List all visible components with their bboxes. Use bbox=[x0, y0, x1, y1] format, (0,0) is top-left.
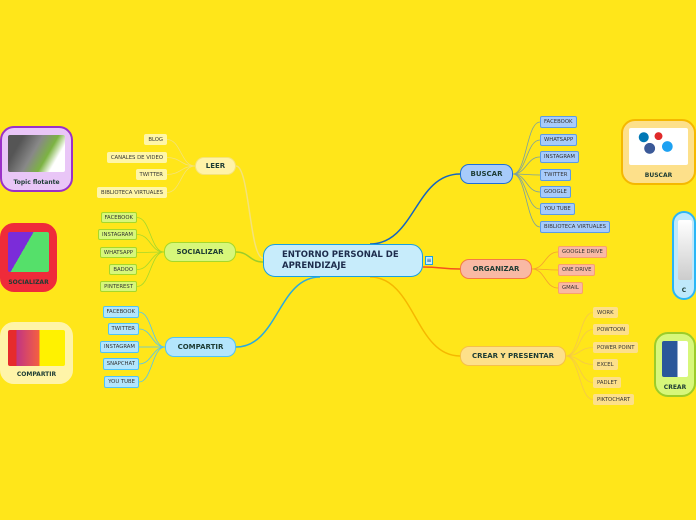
floating-topic-label: BUSCAR bbox=[644, 172, 673, 179]
subtopic-buscar-5[interactable]: YOU TUBE bbox=[540, 203, 575, 215]
subtopic-compartir-2[interactable]: INSTAGRAM bbox=[99, 341, 139, 353]
subtopic-leer-1[interactable]: CANALES DE VIDEO bbox=[106, 152, 167, 163]
floating-topic-label: CREAR bbox=[663, 384, 687, 391]
branch-compartir[interactable]: COMPARTIR bbox=[165, 337, 236, 357]
subtopic-crear-1[interactable]: POWTOON bbox=[593, 324, 630, 335]
subtopic-crear-4[interactable]: PADLET bbox=[593, 377, 622, 388]
subtopic-connector bbox=[136, 217, 165, 253]
subtopic-connector bbox=[138, 346, 166, 365]
floating-topic-c[interactable]: C bbox=[672, 211, 696, 300]
branch-connector-crear bbox=[369, 276, 461, 357]
social-apps-image bbox=[8, 330, 65, 366]
central-topic[interactable]: ENTORNO PERSONAL DE APRENDIZAJE bbox=[263, 244, 423, 277]
subtopic-organizar-1[interactable]: ONE DRIVE bbox=[558, 264, 596, 276]
subtopic-compartir-3[interactable]: SNAPCHAT bbox=[102, 358, 139, 370]
subtopic-buscar-4[interactable]: GOOGLE bbox=[540, 186, 571, 198]
subtopic-connector bbox=[565, 312, 594, 357]
subtopic-socializar-2[interactable]: WHATSAPP bbox=[99, 247, 137, 258]
subtopic-organizar-2[interactable]: GMAIL bbox=[558, 282, 583, 294]
subtopic-compartir-4[interactable]: YOU TUBE bbox=[104, 376, 139, 388]
branch-connector-leer bbox=[235, 165, 264, 259]
floating-topic-label: SOCIALIZAR bbox=[8, 279, 49, 286]
subtopic-connector bbox=[136, 251, 165, 287]
subtopic-connector bbox=[531, 251, 559, 270]
subtopic-connector bbox=[138, 311, 166, 348]
floating-topic-label: Topic flotante bbox=[13, 179, 60, 186]
subtopic-connector bbox=[512, 173, 541, 228]
subtopic-leer-0[interactable]: BLOG bbox=[144, 134, 167, 145]
floating-topic-crear[interactable]: CREAR bbox=[654, 332, 696, 397]
subtopic-crear-3[interactable]: EXCEL bbox=[593, 359, 618, 370]
subtopic-connector bbox=[531, 268, 559, 289]
social-icons-image bbox=[629, 128, 688, 165]
subtopic-compartir-1[interactable]: TWITTER bbox=[107, 323, 139, 335]
subtopic-socializar-3[interactable]: BADOO bbox=[109, 264, 137, 275]
subtopic-crear-2[interactable]: POWER POINT bbox=[593, 342, 639, 353]
subtopic-leer-3[interactable]: BIBLIOTECA VIRTUALES bbox=[97, 187, 167, 198]
subtopic-buscar-6[interactable]: BIBLIOTECA VIRTUALES bbox=[540, 221, 610, 233]
subtopic-connector bbox=[136, 251, 165, 270]
floating-topic-socializar[interactable]: SOCIALIZAR bbox=[0, 223, 57, 292]
subtopic-buscar-1[interactable]: WHATSAPP bbox=[540, 134, 578, 146]
subtopic-organizar-0[interactable]: GOOGLE DRIVE bbox=[558, 246, 607, 258]
floating-topic-buscar[interactable]: BUSCAR bbox=[621, 119, 696, 185]
branch-leer[interactable]: LEER bbox=[195, 157, 236, 175]
subtopic-crear-5[interactable]: PIKTOCHART bbox=[593, 394, 635, 405]
branch-socializar[interactable]: SOCIALIZAR bbox=[164, 242, 236, 262]
subtopic-connector bbox=[166, 157, 196, 167]
branch-connector-socializar bbox=[235, 251, 264, 263]
subtopic-connector bbox=[512, 173, 541, 193]
branch-connector-compartir bbox=[235, 276, 321, 348]
subtopic-connector bbox=[565, 355, 594, 400]
branch-organizar[interactable]: ORGANIZAR bbox=[460, 259, 532, 279]
subtopic-connector bbox=[138, 328, 166, 348]
branch-buscar[interactable]: BUSCAR bbox=[460, 164, 513, 184]
subtopic-buscar-3[interactable]: TWITTER bbox=[540, 169, 572, 181]
subtopic-connector bbox=[512, 139, 541, 175]
topic-image bbox=[678, 220, 692, 280]
subtopic-connector bbox=[565, 347, 594, 357]
word-image bbox=[662, 341, 688, 377]
subtopic-socializar-4[interactable]: PINTEREST bbox=[100, 281, 137, 292]
subtopic-connector bbox=[166, 139, 196, 167]
subtopic-buscar-2[interactable]: INSTAGRAM bbox=[540, 151, 580, 163]
subtopic-leer-2[interactable]: TWITTER bbox=[135, 169, 167, 180]
subtopic-socializar-1[interactable]: INSTAGRAM bbox=[97, 229, 137, 240]
subtopic-connector bbox=[166, 165, 196, 193]
subtopic-connector bbox=[512, 121, 541, 175]
branch-connector-buscar bbox=[369, 173, 461, 245]
subtopic-crear-0[interactable]: WORK bbox=[593, 307, 618, 318]
subtopic-connector bbox=[512, 156, 541, 175]
notes-icon[interactable]: ≡ bbox=[425, 256, 433, 265]
branch-crear[interactable]: CREAR Y PRESENTAR bbox=[460, 346, 566, 366]
floating-topic-compartir[interactable]: COMPARTIR bbox=[0, 322, 73, 384]
floating-topic-label: COMPARTIR bbox=[16, 371, 57, 378]
branch-connector-organizar bbox=[422, 266, 461, 270]
subtopic-compartir-0[interactable]: FACEBOOK bbox=[102, 306, 139, 318]
floating-topic-label: C bbox=[681, 287, 687, 294]
subtopic-connector bbox=[136, 234, 165, 253]
subtopic-connector bbox=[138, 346, 166, 383]
social-apps-image bbox=[8, 232, 49, 272]
subtopic-socializar-0[interactable]: FACEBOOK bbox=[100, 212, 137, 223]
laptop-books-image bbox=[8, 135, 65, 172]
subtopic-connector bbox=[565, 329, 594, 357]
floating-topic-image-laptop[interactable]: Topic flotante bbox=[0, 126, 73, 192]
subtopic-buscar-0[interactable]: FACEBOOK bbox=[540, 116, 577, 128]
